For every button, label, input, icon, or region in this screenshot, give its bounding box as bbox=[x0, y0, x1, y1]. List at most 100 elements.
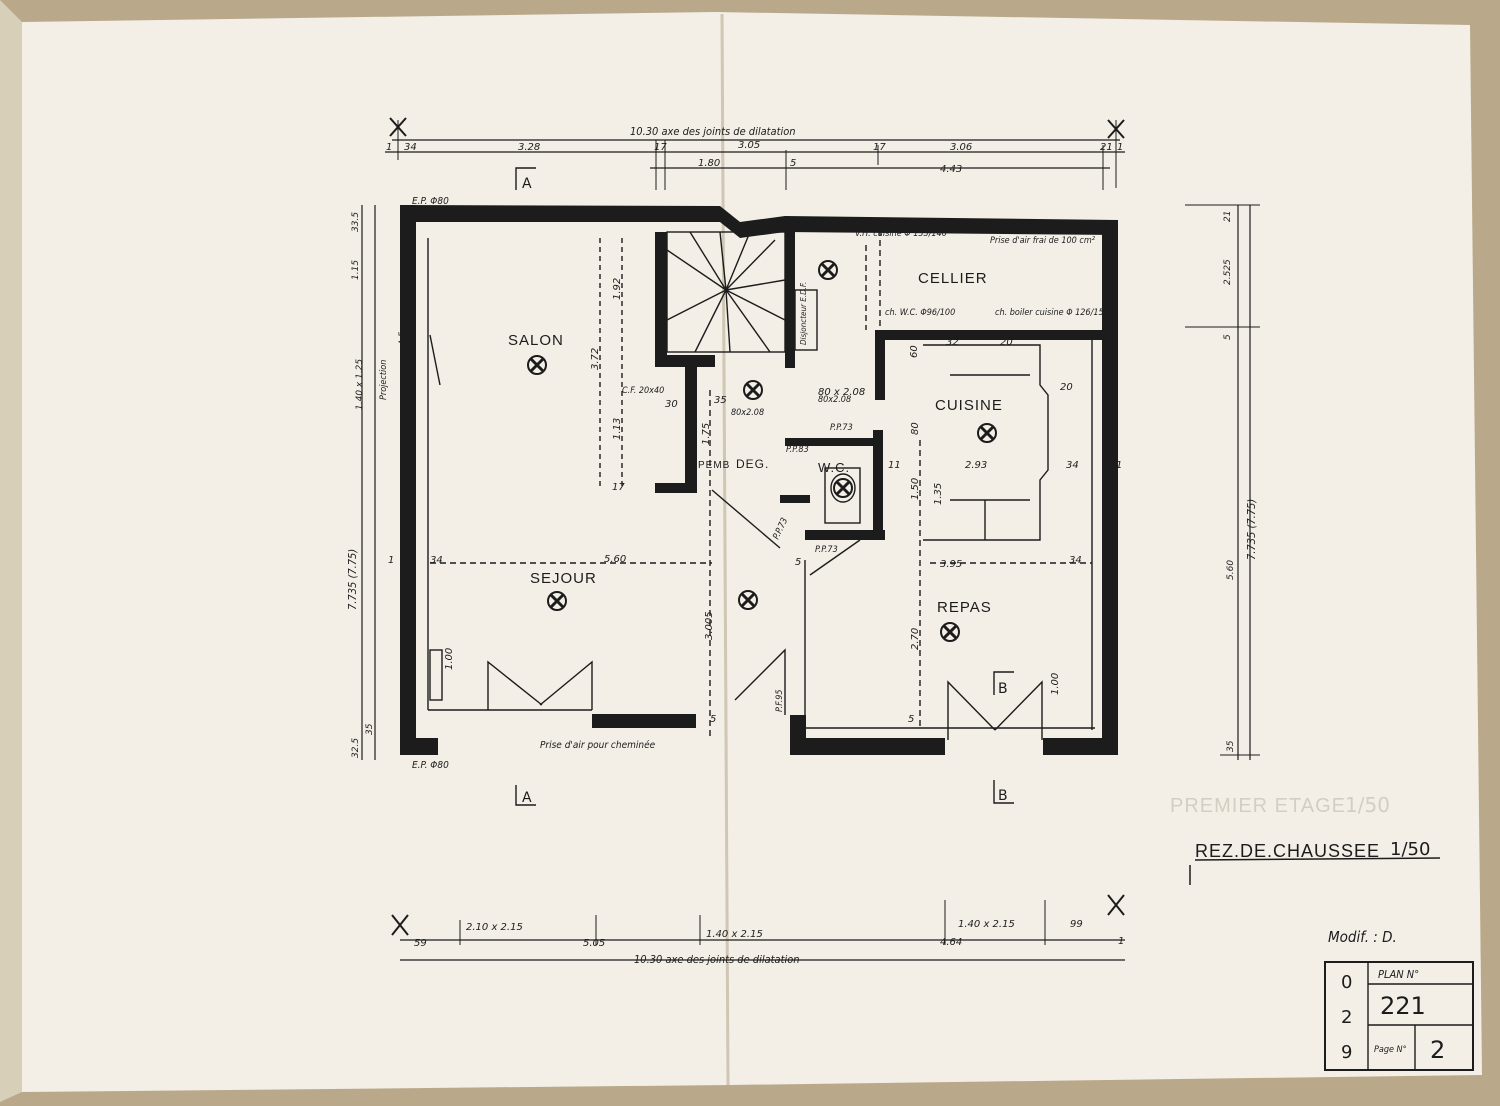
svg-text:1.00: 1.00 bbox=[444, 648, 455, 670]
svg-text:2.70: 2.70 bbox=[910, 628, 921, 650]
interior-walls bbox=[655, 218, 1102, 540]
svg-text:21: 21 bbox=[1100, 142, 1113, 153]
note-prise-air-frais: Prise d'air frai de 100 cm² bbox=[990, 236, 1096, 246]
room-label-wc: W.C. bbox=[818, 460, 850, 475]
svg-text:4.43: 4.43 bbox=[940, 164, 962, 175]
svg-text:1: 1 bbox=[386, 142, 392, 153]
svg-text:2.93: 2.93 bbox=[965, 460, 987, 471]
svg-text:17: 17 bbox=[612, 482, 625, 493]
svg-text:3.72: 3.72 bbox=[590, 348, 601, 370]
svg-text:34: 34 bbox=[430, 555, 443, 566]
svg-text:1: 1 bbox=[1118, 936, 1124, 947]
svg-text:2.10 x 2.15: 2.10 x 2.15 bbox=[466, 922, 523, 933]
cartouche-plan-number: 221 bbox=[1380, 992, 1426, 1020]
svg-text:5: 5 bbox=[908, 714, 914, 725]
thin-lines bbox=[427, 167, 1474, 1071]
svg-text:1: 1 bbox=[1117, 142, 1123, 153]
cartouche-page-number: 2 bbox=[1430, 1036, 1445, 1064]
svg-text:5: 5 bbox=[710, 714, 716, 725]
section-b-bottom: B bbox=[998, 788, 1008, 804]
svg-text:34: 34 bbox=[404, 142, 417, 153]
svg-text:60: 60 bbox=[909, 345, 920, 358]
section-a-top: A bbox=[522, 176, 532, 192]
svg-text:20: 20 bbox=[1000, 337, 1013, 348]
svg-text:3.005: 3.005 bbox=[704, 611, 715, 640]
cartouche-page-label: Page N° bbox=[1374, 1045, 1407, 1055]
light-deg-icon bbox=[743, 380, 763, 400]
svg-text:34: 34 bbox=[1069, 555, 1082, 566]
svg-text:1.80: 1.80 bbox=[698, 158, 720, 169]
plan-scale: 1/50 bbox=[1390, 839, 1430, 860]
svg-text:1.40 x 2.15: 1.40 x 2.15 bbox=[706, 929, 763, 940]
dim-left-parts: 33.5 1.15 1.40 x 1.25 32.5 35 bbox=[351, 212, 375, 758]
modif-label: Modif. : D. bbox=[1328, 928, 1397, 946]
dim-interior: 34 5.60 3.95 34 2.93 34 3.005 2.70 1.35 … bbox=[388, 278, 1122, 725]
light-fixtures bbox=[527, 260, 997, 642]
note-pf95: P.F.95 bbox=[775, 689, 785, 712]
note-ep-top: E.P. Φ80 bbox=[412, 196, 449, 207]
svg-text:1.50: 1.50 bbox=[910, 478, 921, 500]
svg-text:1.92: 1.92 bbox=[612, 278, 623, 300]
dim-bottom-openings: 2.10 x 2.15 1.40 x 2.15 1.40 x 2.15 bbox=[466, 919, 1015, 940]
svg-text:1.13: 1.13 bbox=[612, 418, 623, 440]
svg-text:59: 59 bbox=[414, 938, 427, 949]
svg-text:1: 1 bbox=[388, 555, 394, 566]
cartouche-digit-1: 2 bbox=[1341, 1007, 1352, 1028]
svg-text:3.28: 3.28 bbox=[518, 142, 540, 153]
room-label-cuisine: CUISINE bbox=[935, 397, 1003, 414]
ghost-title: PREMIER ETAGE bbox=[1170, 795, 1346, 817]
note-projection: Projection bbox=[379, 360, 389, 400]
exterior-walls bbox=[400, 205, 1118, 755]
dim-bottom-overall: 10.30 axe des joints de dilatation bbox=[634, 953, 800, 966]
page-fold bbox=[720, 13, 730, 1086]
svg-text:5: 5 bbox=[1223, 334, 1233, 340]
svg-text:80 x 2.08: 80 x 2.08 bbox=[818, 387, 865, 398]
svg-text:5: 5 bbox=[790, 158, 796, 169]
room-label-cellier: CELLIER bbox=[918, 270, 988, 287]
dim-left-total: 7.735 (7.75) bbox=[346, 549, 359, 610]
svg-text:5.60: 5.60 bbox=[1226, 560, 1236, 580]
dim-top-row1: 1 34 3.28 17 3.05 17 3.06 21 1 bbox=[386, 140, 1123, 153]
svg-text:1.40 x 1.25: 1.40 x 1.25 bbox=[355, 359, 365, 410]
svg-text:20: 20 bbox=[1060, 382, 1073, 393]
svg-text:11: 11 bbox=[888, 460, 901, 471]
svg-text:1.15: 1.15 bbox=[351, 260, 361, 280]
note-af: A.F. bbox=[398, 331, 408, 346]
room-label-pemb: PEMB bbox=[698, 460, 730, 471]
svg-text:35: 35 bbox=[1226, 740, 1236, 752]
cartouche: 0 2 9 PLAN N° 221 Page N° 2 bbox=[1341, 968, 1445, 1064]
note-disjoncteur: Disjoncteur E.D.F. bbox=[799, 282, 808, 345]
svg-text:3.95: 3.95 bbox=[940, 559, 962, 570]
light-hall-icon bbox=[738, 590, 758, 610]
svg-text:1: 1 bbox=[1116, 460, 1122, 471]
axis-cross-marks bbox=[389, 117, 1125, 936]
left-page-edge bbox=[0, 0, 22, 1102]
note-cf: C.F. 20x40 bbox=[622, 386, 664, 396]
section-a-bottom: A bbox=[522, 790, 532, 806]
note-door-a: 80x2.08 bbox=[731, 408, 764, 418]
note-ep-bottom: E.P. Φ80 bbox=[412, 760, 449, 771]
svg-text:80: 80 bbox=[910, 422, 921, 435]
light-entry-icon bbox=[818, 260, 838, 280]
room-label-salon: SALON bbox=[508, 332, 564, 349]
svg-text:5.05: 5.05 bbox=[583, 938, 605, 949]
svg-text:32.5: 32.5 bbox=[351, 738, 361, 758]
svg-text:33.5: 33.5 bbox=[351, 212, 361, 232]
note-p83: P.P.83 bbox=[786, 445, 809, 455]
svg-text:1.00: 1.00 bbox=[1050, 673, 1061, 695]
note-ch-boiler: ch. boiler cuisine Φ 126/150 bbox=[995, 308, 1109, 318]
svg-text:35: 35 bbox=[365, 723, 375, 735]
note-prise-air-cheminee: Prise d'air pour cheminée bbox=[540, 739, 656, 751]
room-label-deg: DEG. bbox=[736, 457, 769, 471]
svg-text:34: 34 bbox=[1066, 460, 1079, 471]
svg-text:30: 30 bbox=[665, 399, 678, 410]
light-wc-icon bbox=[833, 478, 853, 498]
note-pp73-a: P.P.73 bbox=[830, 423, 853, 433]
cartouche-digit-0: 0 bbox=[1341, 972, 1352, 993]
light-salon-icon bbox=[527, 355, 547, 375]
cartouche-plan-label: PLAN N° bbox=[1378, 968, 1419, 981]
light-cuisine-icon bbox=[977, 423, 997, 443]
svg-text:5: 5 bbox=[795, 557, 801, 568]
